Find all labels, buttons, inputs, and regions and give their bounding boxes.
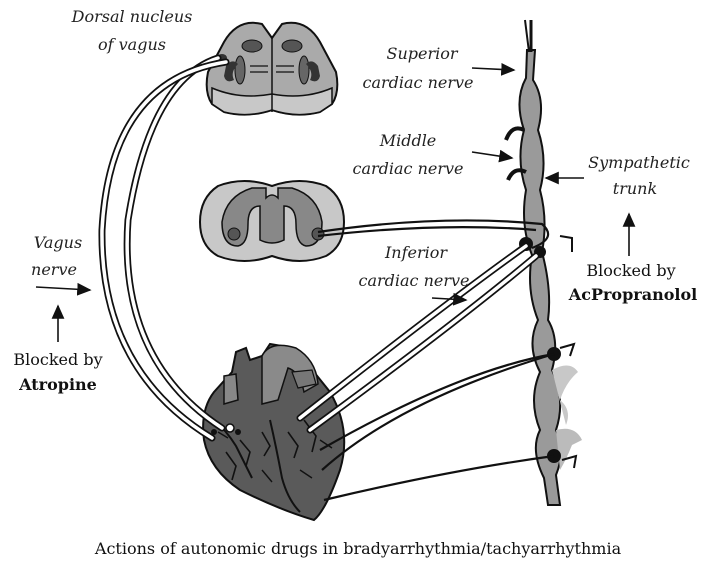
label-vagus-1: Vagus (34, 233, 82, 252)
label-superior-1: Superior (386, 44, 458, 63)
medulla-section (207, 23, 338, 115)
spinal-cord-section (200, 181, 344, 261)
sympathetic-blocker-drug: AcPropranolol (568, 285, 697, 304)
label-dorsal-nucleus-2: of vagus (98, 35, 166, 54)
label-inferior-2: cardiac nerve (358, 271, 469, 290)
label-middle-2: cardiac nerve (352, 159, 463, 178)
label-vagus-2: nerve (31, 260, 77, 279)
label-middle-1: Middle (379, 131, 437, 150)
heart (203, 344, 344, 520)
label-dorsal-nucleus-1: Dorsal nucleus (71, 7, 193, 26)
label-inferior-1: Inferior (384, 243, 448, 262)
sympathetic-blocked-by: Blocked by (586, 261, 675, 280)
figure-caption: Actions of autonomic drugs in bradyarrhy… (94, 539, 622, 558)
vagus-blocked-by: Blocked by (13, 350, 102, 369)
label-superior-2: cardiac nerve (362, 73, 473, 92)
label-sympathetic-2: trunk (613, 179, 657, 198)
label-sympathetic-1: Sympathetic (588, 153, 690, 172)
vagus-blocker-drug: Atropine (18, 375, 97, 394)
sympathetic-trunk (506, 20, 582, 505)
